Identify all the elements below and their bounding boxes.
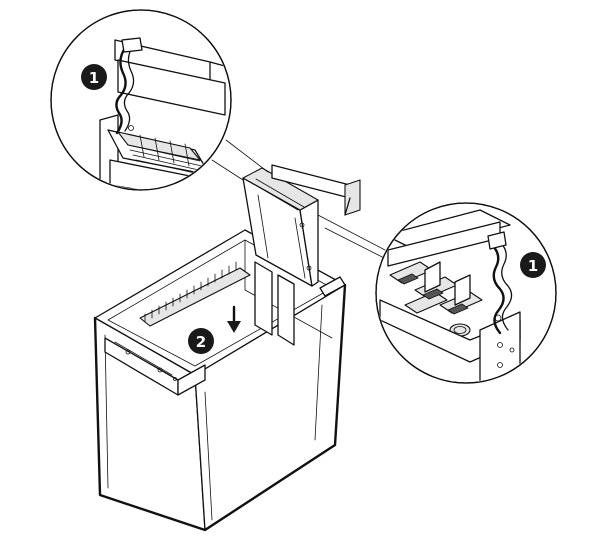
callout-1-left: 1 bbox=[81, 64, 107, 90]
detail-magnifier-left bbox=[50, 9, 232, 191]
down-arrow-icon bbox=[227, 305, 241, 333]
detail-magnifier-right bbox=[375, 202, 557, 384]
riser-module bbox=[242, 164, 361, 346]
front-bracket bbox=[104, 337, 206, 396]
callout-1-right: 1 bbox=[520, 252, 546, 278]
callout-2: 2 bbox=[188, 328, 214, 354]
callout-1-right-label: 1 bbox=[528, 257, 538, 275]
expansion-slot-row bbox=[139, 261, 251, 327]
callout-2-label: 2 bbox=[196, 333, 206, 351]
callout-1-left-label: 1 bbox=[89, 69, 99, 87]
leader-lines bbox=[211, 139, 393, 263]
